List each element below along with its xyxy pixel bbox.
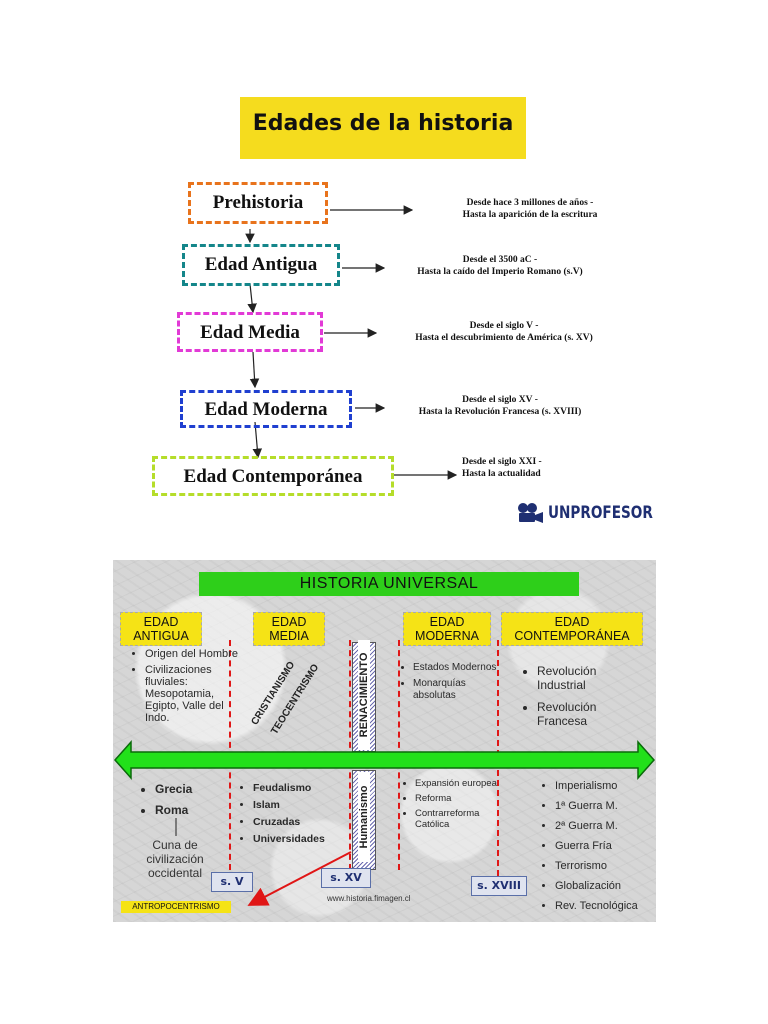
historia-universal-timeline: HISTORIA UNIVERSAL EDAD ANTIGUA EDAD MED… — [113, 560, 656, 922]
age-header-line: MODERNA — [415, 629, 479, 643]
moderna-top-list: Estados Modernos Monarquías absolutas — [401, 662, 505, 706]
age-header-line: EDAD — [554, 615, 590, 629]
antigua-top-list: Origen del Hombre Civilizaciones fluvial… — [133, 648, 245, 728]
moderna-bottom-list: Expansión europea Reforma Contrarreforma… — [403, 778, 507, 834]
era-label: Edad Contemporánea — [183, 466, 363, 487]
age-header-moderna: EDAD MODERNA — [403, 612, 491, 646]
list-item: Grecia — [155, 782, 245, 797]
age-header-antigua: EDAD ANTIGUA — [120, 612, 202, 646]
age-header-line: EDAD — [143, 615, 179, 629]
list-item: Globalización — [555, 880, 656, 893]
age-header-line: CONTEMPORÁNEA — [514, 629, 630, 643]
list-item: Islam — [253, 799, 365, 812]
era-label: Edad Antigua — [204, 254, 318, 275]
age-header-line: EDAD — [271, 615, 307, 629]
cuna-text: Cuna de civilización occidental — [146, 838, 204, 880]
century-label-s-xviii: s. XVIII — [471, 876, 527, 896]
age-header-contemporanea: EDAD CONTEMPORÁNEA — [501, 612, 643, 646]
age-header-line: MEDIA — [269, 629, 309, 643]
list-item: 1ª Guerra M. — [555, 800, 656, 813]
cuna-arrow — [175, 818, 177, 836]
contemporanea-bottom-list: Imperialismo 1ª Guerra M. 2ª Guerra M. G… — [543, 780, 656, 917]
diagram-title: Edades de la historia — [252, 111, 514, 136]
list-item: Civilizaciones fluviales: Mesopotamia, E… — [145, 664, 245, 724]
era-description-antigua: Desde el 3500 aC - Hasta la caído del Im… — [390, 254, 610, 278]
list-item: Origen del Hombre — [145, 648, 245, 660]
era-box-edad-moderna: Edad Moderna — [180, 390, 352, 428]
era-desc-line: Hasta la aparición de la escritura — [462, 210, 598, 220]
era-description-moderna: Desde el siglo XV - Hasta la Revolución … — [390, 394, 610, 418]
website-text: www.historia.fimagen.cl — [327, 894, 411, 903]
era-desc-line: Desde hace 3 millones de años - — [466, 198, 594, 208]
list-item: Rev. Tecnológica — [555, 900, 656, 913]
antropocentrismo-label: ANTROPOCENTRISMO — [121, 901, 231, 913]
era-desc-line: Hasta la caído del Imperio Romano (s.V) — [417, 267, 583, 277]
diagram-title-banner: Edades de la historia — [240, 97, 526, 159]
age-header-line: ANTIGUA — [133, 629, 189, 643]
era-label: Edad Moderna — [204, 399, 328, 420]
century-label-s-xv: s. XV — [321, 868, 371, 888]
renacimiento-label: RENACIMIENTO — [358, 640, 370, 750]
era-box-prehistoria: Prehistoria — [188, 182, 328, 224]
era-description-media: Desde el siglo V - Hasta el descubrimien… — [384, 320, 624, 344]
list-item: Roma — [155, 803, 245, 818]
century-label-s-v: s. V — [211, 872, 253, 892]
contemporanea-top-list: Revolución Industrial Revolución Frances… — [525, 664, 647, 732]
camera-icon — [518, 503, 543, 523]
antropocentrismo-arrow — [247, 851, 352, 906]
connector-arrows — [245, 205, 458, 480]
list-item: Revolución Francesa — [537, 700, 647, 728]
list-item: Cruzadas — [253, 816, 365, 829]
list-item: Revolución Industrial — [537, 664, 647, 692]
list-item: Monarquías absolutas — [413, 678, 505, 702]
timeline-arrow — [113, 740, 656, 780]
era-desc-line: Desde el siglo XV - — [462, 395, 538, 405]
era-box-edad-contemporanea: Edad Contemporánea — [152, 456, 394, 496]
list-item: Universidades — [253, 833, 365, 846]
age-header-media: EDAD MEDIA — [253, 612, 325, 646]
list-item: Reforma — [415, 793, 507, 804]
list-item: Contrarreforma Católica — [415, 808, 507, 830]
age-header-line: EDAD — [429, 615, 465, 629]
era-box-edad-media: Edad Media — [177, 312, 323, 352]
era-description-prehistoria: Desde hace 3 millones de años - Hasta la… — [420, 197, 640, 221]
era-desc-line: Hasta la Revolución Francesa (s. XVIII) — [418, 407, 582, 417]
era-box-edad-antigua: Edad Antigua — [182, 244, 340, 286]
antigua-bottom-list: Grecia Roma — [143, 782, 245, 822]
eras-diagram: Edades de la historia Prehistoria Edad A… — [112, 92, 664, 542]
timeline-title: HISTORIA UNIVERSAL — [199, 572, 579, 596]
list-item: Estados Modernos — [413, 662, 505, 674]
list-item: Imperialismo — [555, 780, 656, 793]
list-item: Guerra Fría — [555, 840, 656, 853]
unprofesor-logo: UNPROFESOR — [516, 502, 679, 524]
era-label: Prehistoria — [212, 192, 304, 213]
teocentrismo-label: TEOCENTRISMO — [269, 662, 322, 737]
list-item: Expansión europea — [415, 778, 507, 789]
era-desc-line: Hasta la actualidad — [462, 469, 541, 479]
media-bottom-list: Feudalismo Islam Cruzadas Universidades — [241, 782, 365, 850]
era-desc-line: Hasta el descubrimiento de América (s. X… — [415, 333, 593, 343]
era-desc-line: Desde el siglo XXI - — [462, 457, 542, 467]
list-item: Terrorismo — [555, 860, 656, 873]
brand-name: UNPROFESOR — [548, 503, 653, 523]
list-item: 2ª Guerra M. — [555, 820, 656, 833]
era-desc-line: Desde el 3500 aC - — [462, 255, 538, 265]
era-description-contemporanea: Desde el siglo XXI - Hasta la actualidad — [462, 456, 582, 480]
list-item: Feudalismo — [253, 782, 365, 795]
era-label: Edad Media — [200, 322, 300, 343]
era-desc-line: Desde el siglo V - — [469, 321, 539, 331]
